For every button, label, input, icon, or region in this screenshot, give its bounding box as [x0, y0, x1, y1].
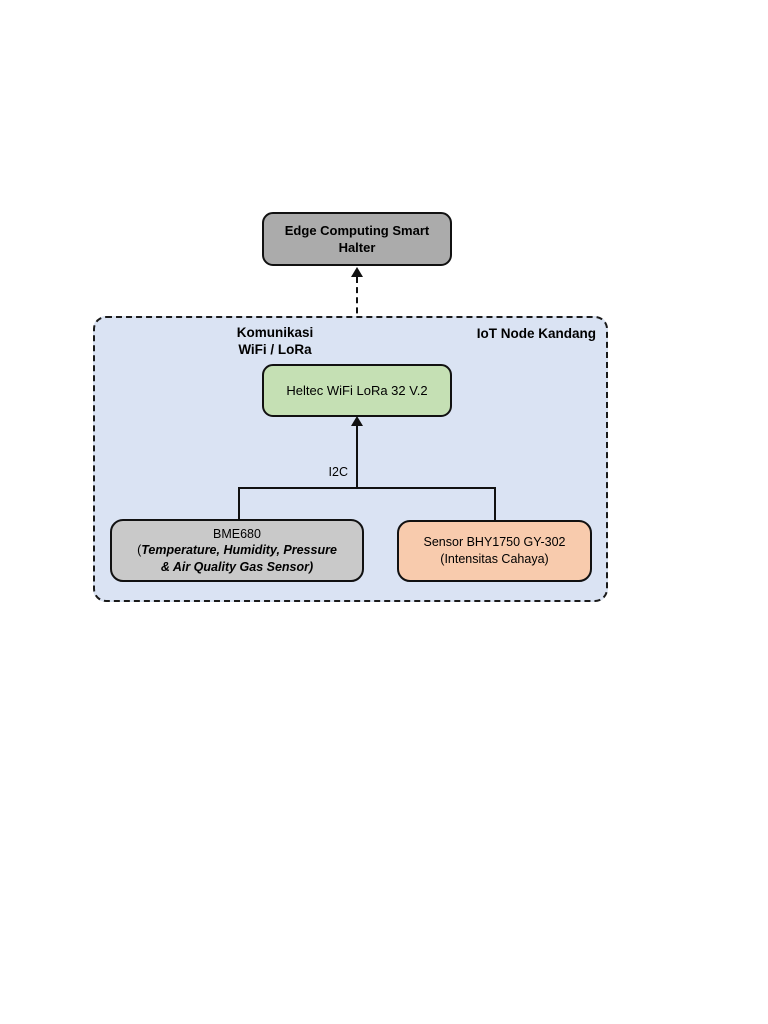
light-sensor-connector-line — [494, 487, 496, 520]
komunikasi-label-line1: Komunikasi — [236, 325, 314, 340]
i2c-vertical-line — [356, 424, 358, 488]
light-sensor-label-line2: (Intensitas Cahaya) — [440, 552, 549, 566]
light-sensor-box: Sensor BHY1750 GY-302 (Intensitas Cahaya… — [397, 520, 592, 582]
komunikasi-label-line2: WiFi / LoRa — [238, 342, 312, 357]
bme680-connector-line — [238, 487, 240, 519]
heltec-wifi-lora-label: Heltec WiFi LoRa 32 V.2 — [286, 383, 428, 398]
edge-computing-box: Edge Computing Smart Halter — [262, 212, 452, 266]
iot-node-kandang-title: IoT Node Kandang — [476, 326, 596, 341]
i2c-horizontal-line — [238, 487, 496, 489]
bme680-label-line1: BME680 — [213, 526, 261, 541]
komunikasi-wifi-lora-label: Komunikasi WiFi / LoRa — [200, 324, 350, 358]
bme680-label-line2-italic: Temperature, Humidity, Pressure — [141, 543, 337, 558]
i2c-bus-label: I2C — [328, 465, 348, 479]
bme680-sensor-box: BME680 (Temperature, Humidity, Pressure … — [110, 519, 364, 582]
up-arrowhead-to-edge-box — [351, 267, 363, 277]
edge-computing-label-line2: Halter — [338, 240, 376, 255]
light-sensor-label-line1: Sensor BHY1750 GY-302 — [423, 535, 566, 549]
bme680-label-line3-italic: & Air Quality Gas Sensor) — [160, 559, 314, 574]
bme680-open-paren: ( — [137, 543, 142, 558]
bme680-label-line2: (Temperature, Humidity, Pressure — [137, 542, 337, 559]
heltec-wifi-lora-box: Heltec WiFi LoRa 32 V.2 — [262, 364, 452, 417]
up-arrowhead-to-mcu-box — [351, 416, 363, 426]
edge-computing-label-line1: Edge Computing Smart — [284, 223, 430, 238]
